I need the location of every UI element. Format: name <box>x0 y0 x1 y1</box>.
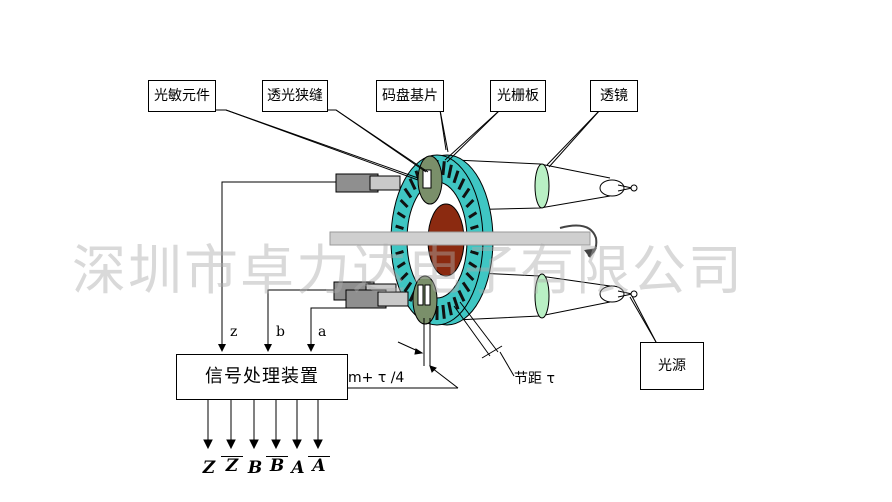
disc-slot <box>399 198 409 209</box>
disc-slot <box>468 211 478 219</box>
callout-photo-element: 光敏元件 <box>148 80 216 112</box>
disc-slot <box>457 289 466 302</box>
disc-slot <box>452 170 460 184</box>
wires <box>221 181 346 346</box>
callout-lens: 透镜 <box>590 80 638 112</box>
disc-slot <box>441 161 446 176</box>
watermark: 深圳市卓力达电子有限公司 <box>72 239 744 302</box>
disc-slot <box>447 301 453 316</box>
pitch-label: 节距 τ <box>514 371 555 387</box>
lens-lower <box>534 273 550 319</box>
callout-grating: 光栅板 <box>490 80 546 112</box>
callout-slit: 透光狭缝 <box>262 80 328 112</box>
slit-upper <box>422 169 432 189</box>
input-label-b: b <box>276 324 285 340</box>
lens-upper <box>534 163 550 209</box>
callout-code-disc-text: 码盘基片 <box>382 88 438 104</box>
disc-slot <box>408 178 417 191</box>
disc-slot <box>395 224 404 230</box>
disc-slot <box>395 250 404 256</box>
phase-label: m+ τ /4 <box>348 370 405 386</box>
disc-slot <box>441 304 446 319</box>
input-label-a: a <box>318 324 327 340</box>
input-label-z: z <box>230 324 238 340</box>
output-signal-z: Z <box>202 458 216 478</box>
callout-lens-text: 透镜 <box>600 88 628 104</box>
output-signal-b: B <box>247 458 263 478</box>
disc-slot <box>468 261 478 269</box>
disc-slot <box>461 281 471 293</box>
disc-slot <box>461 187 471 199</box>
callout-photo-element-text: 光敏元件 <box>154 88 210 104</box>
disc-slot <box>447 164 453 179</box>
disc-slot <box>403 187 413 199</box>
callout-light-source: 光源 <box>640 342 704 390</box>
shaft <box>329 224 598 258</box>
disc-slot <box>399 271 409 282</box>
output-arrows <box>203 398 323 450</box>
disc-slot <box>470 224 479 230</box>
disc-slot <box>452 296 460 310</box>
disc-slot <box>396 211 406 219</box>
phase-indicator <box>346 318 459 389</box>
callout-grating-text: 光栅板 <box>497 88 539 104</box>
output-signal-a-bar: A <box>308 456 330 475</box>
light-source-upper <box>599 179 638 197</box>
signal-processor-box: 信号处理装置 <box>176 354 348 400</box>
slit-lower-a <box>417 284 424 306</box>
callout-light-source-text: 光源 <box>658 358 686 374</box>
signal-processor-label: 信号处理装置 <box>205 366 319 387</box>
output-signal-b-bar: B <box>266 456 288 475</box>
leader-lines <box>215 109 657 343</box>
wire-arrows <box>218 344 315 352</box>
disc-slot <box>470 250 479 256</box>
disc-slot <box>465 198 475 209</box>
pitch-indicator <box>453 301 515 377</box>
callout-slit-text: 透光狭缝 <box>267 88 323 104</box>
photo-element-z <box>335 173 401 193</box>
slit-lower-b <box>424 284 431 306</box>
callout-code-disc: 码盘基片 <box>376 80 444 112</box>
light-source-lower <box>599 285 638 303</box>
output-signal-a: A <box>291 458 305 478</box>
disc-slot <box>396 261 406 269</box>
disc-slot <box>403 281 413 293</box>
photo-element-a <box>345 289 409 309</box>
disc-slot <box>457 178 466 191</box>
output-signal-z-bar: Z <box>221 456 243 475</box>
disc-slot <box>465 271 475 282</box>
